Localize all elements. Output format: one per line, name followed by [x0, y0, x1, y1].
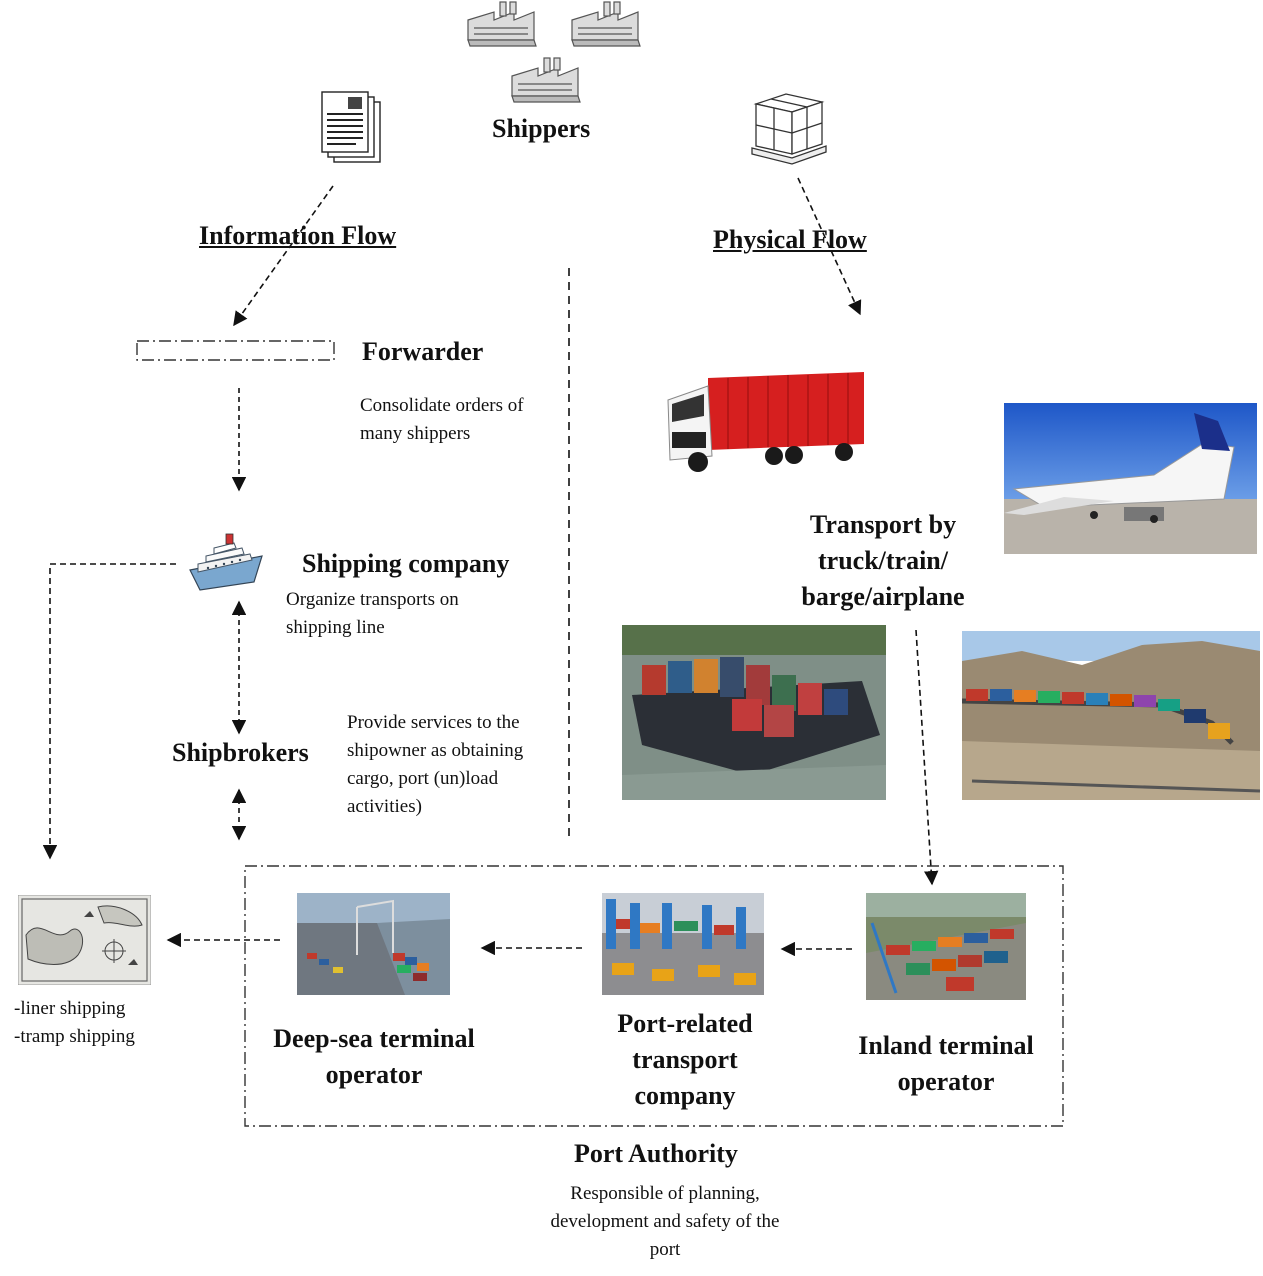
truck-photo: [664, 370, 866, 476]
inland-operator-label: Inland terminal operator: [858, 1031, 1034, 1096]
shipbrokers-description: Provide services to the shipowner as obt…: [347, 712, 524, 817]
deep-sea-operator-label: Deep-sea terminal operator: [273, 1024, 475, 1089]
documents-icon: [321, 91, 381, 163]
shipbrokers-label: Shipbrokers: [172, 738, 309, 767]
port-authority-label: Port Authority: [574, 1139, 738, 1168]
forwarder-box: [136, 340, 335, 361]
arrow-shipping-to-types: [42, 563, 176, 860]
old-map-photo: [18, 895, 151, 985]
cargo-airplane-photo: [1004, 403, 1257, 554]
port-transport-label: Port-related transport company: [617, 1009, 753, 1110]
port-boundary: [244, 865, 1064, 1127]
boxes-on-pallet-icon: [751, 93, 827, 165]
physical-flow-label: Physical Flow: [713, 225, 867, 254]
cruise-ship-icon: [189, 533, 263, 591]
forwarder-description: Consolidate orders of many shippers: [360, 395, 524, 444]
shippers-label: Shippers: [492, 114, 591, 143]
arrow-transport-to-inland: [915, 629, 939, 886]
forwarder-label: Forwarder: [362, 337, 484, 366]
factory-icon: [467, 1, 641, 103]
container-train-photo: [962, 631, 1260, 800]
inland-terminal-photo: [866, 893, 1026, 1000]
container-barge-photo: [622, 625, 886, 800]
port-transport-photo: [602, 893, 764, 995]
arrow-boxes-to-transport: [797, 177, 862, 316]
port-authority-description: Responsible of planning, development and…: [550, 1183, 780, 1260]
liner-shipping-label: -liner shipping: [14, 998, 126, 1019]
tramp-shipping-label: -tramp shipping: [14, 1026, 135, 1047]
deep-sea-terminal-photo: [297, 893, 450, 995]
transport-mode-label: Transport by truck/train/ barge/airplane: [801, 510, 965, 611]
shipping-company-description: Organize transports on shipping line: [286, 589, 459, 638]
shipping-company-label: Shipping company: [302, 549, 510, 578]
arrow-documents-to-forwarder: [233, 185, 334, 327]
information-flow-label: Information Flow: [199, 221, 397, 250]
